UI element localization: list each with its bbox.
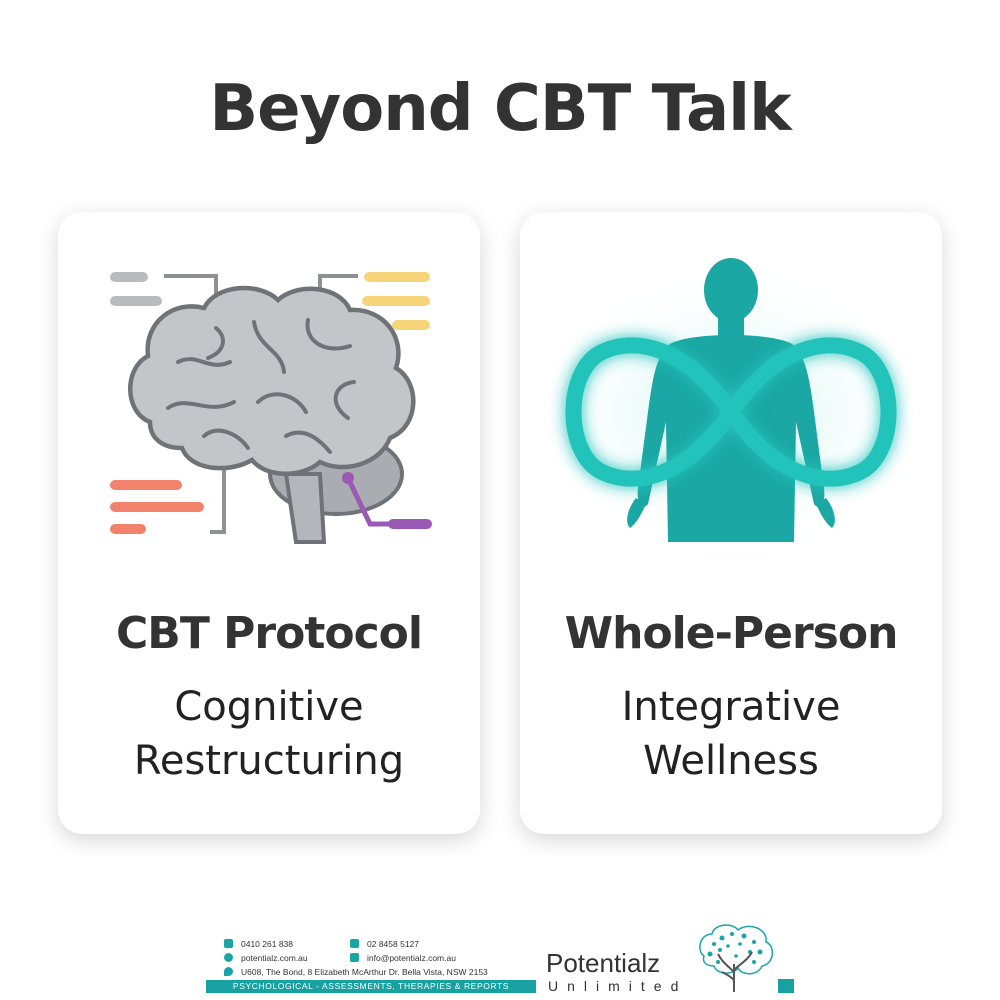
page-title: Beyond CBT Talk [209, 72, 791, 146]
tree-brain-logo-icon [699, 924, 774, 992]
contact-address: U608, The Bond, 8 Elizabeth McArthur Dr.… [224, 967, 488, 977]
mail-icon [350, 953, 359, 962]
contact-phone: 0410 261 838 [224, 939, 293, 949]
card-cbt-protocol: CBT Protocol Cognitive Restructuring [58, 212, 480, 834]
card-subtitle-line-1: Cognitive [174, 684, 364, 730]
brand-subtitle: Unlimited [548, 978, 688, 994]
brain-icon [110, 272, 432, 544]
card-heading: CBT Protocol [116, 608, 423, 659]
card-subtitle-line-1: Integrative [621, 684, 841, 730]
card-whole-person: Whole-Person Integrative Wellness [520, 212, 942, 834]
fax-icon [350, 939, 359, 948]
card-heading: Whole-Person [564, 608, 899, 659]
contact-fax: 02 8458 5127 [350, 939, 419, 949]
contact-website[interactable]: potentialz.com.au [224, 953, 308, 963]
card-subtitle-line-2: Restructuring [133, 738, 405, 784]
tagline-bar: PSYCHOLOGICAL - ASSESSMENTS, THERAPIES &… [206, 980, 536, 993]
globe-icon [224, 953, 233, 962]
brand-name: Potentialz [546, 948, 661, 978]
human-infinity-icon [541, 258, 921, 562]
card-subtitle-line-2: Wellness [643, 738, 819, 784]
contact-email[interactable]: info@potentialz.com.au [350, 953, 456, 963]
phone-icon [224, 939, 233, 948]
brand-square [778, 979, 794, 993]
location-pin-icon [224, 967, 233, 976]
